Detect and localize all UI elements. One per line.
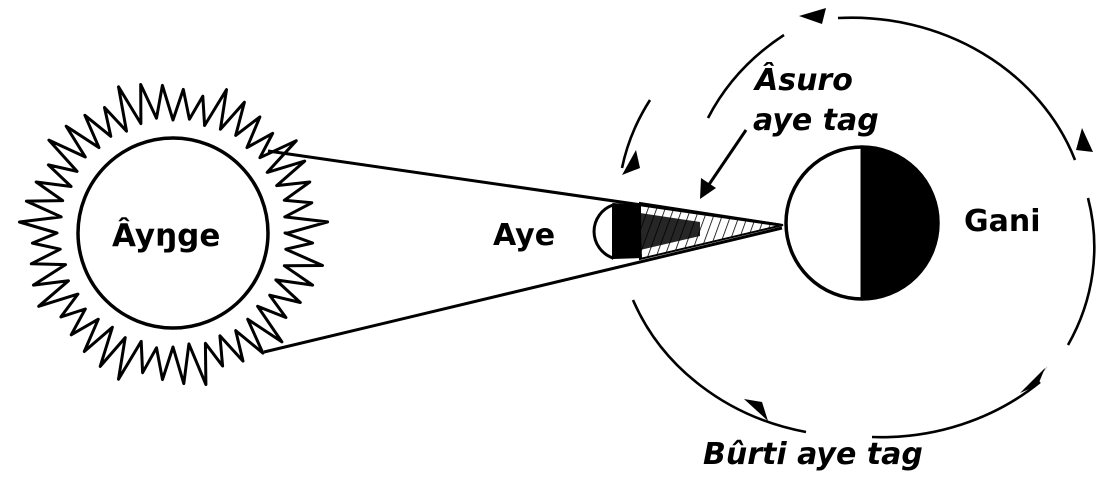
moon-dark-block: [613, 203, 642, 259]
sun-label: Âyŋge: [112, 221, 220, 252]
umbra-label-line1: Âsuro: [755, 66, 853, 96]
moon-label: Aye: [493, 221, 555, 251]
umbra-pointer-arrow: [708, 130, 746, 186]
moon-lit-half: [594, 205, 613, 258]
orbit-label: Bûrti aye tag: [703, 440, 923, 470]
earth-night-side: [862, 147, 938, 299]
earth-label: Gani: [964, 207, 1041, 237]
umbra-label-line2: aye tag: [753, 106, 879, 136]
umbra-pointer-arrowhead: [700, 178, 716, 199]
